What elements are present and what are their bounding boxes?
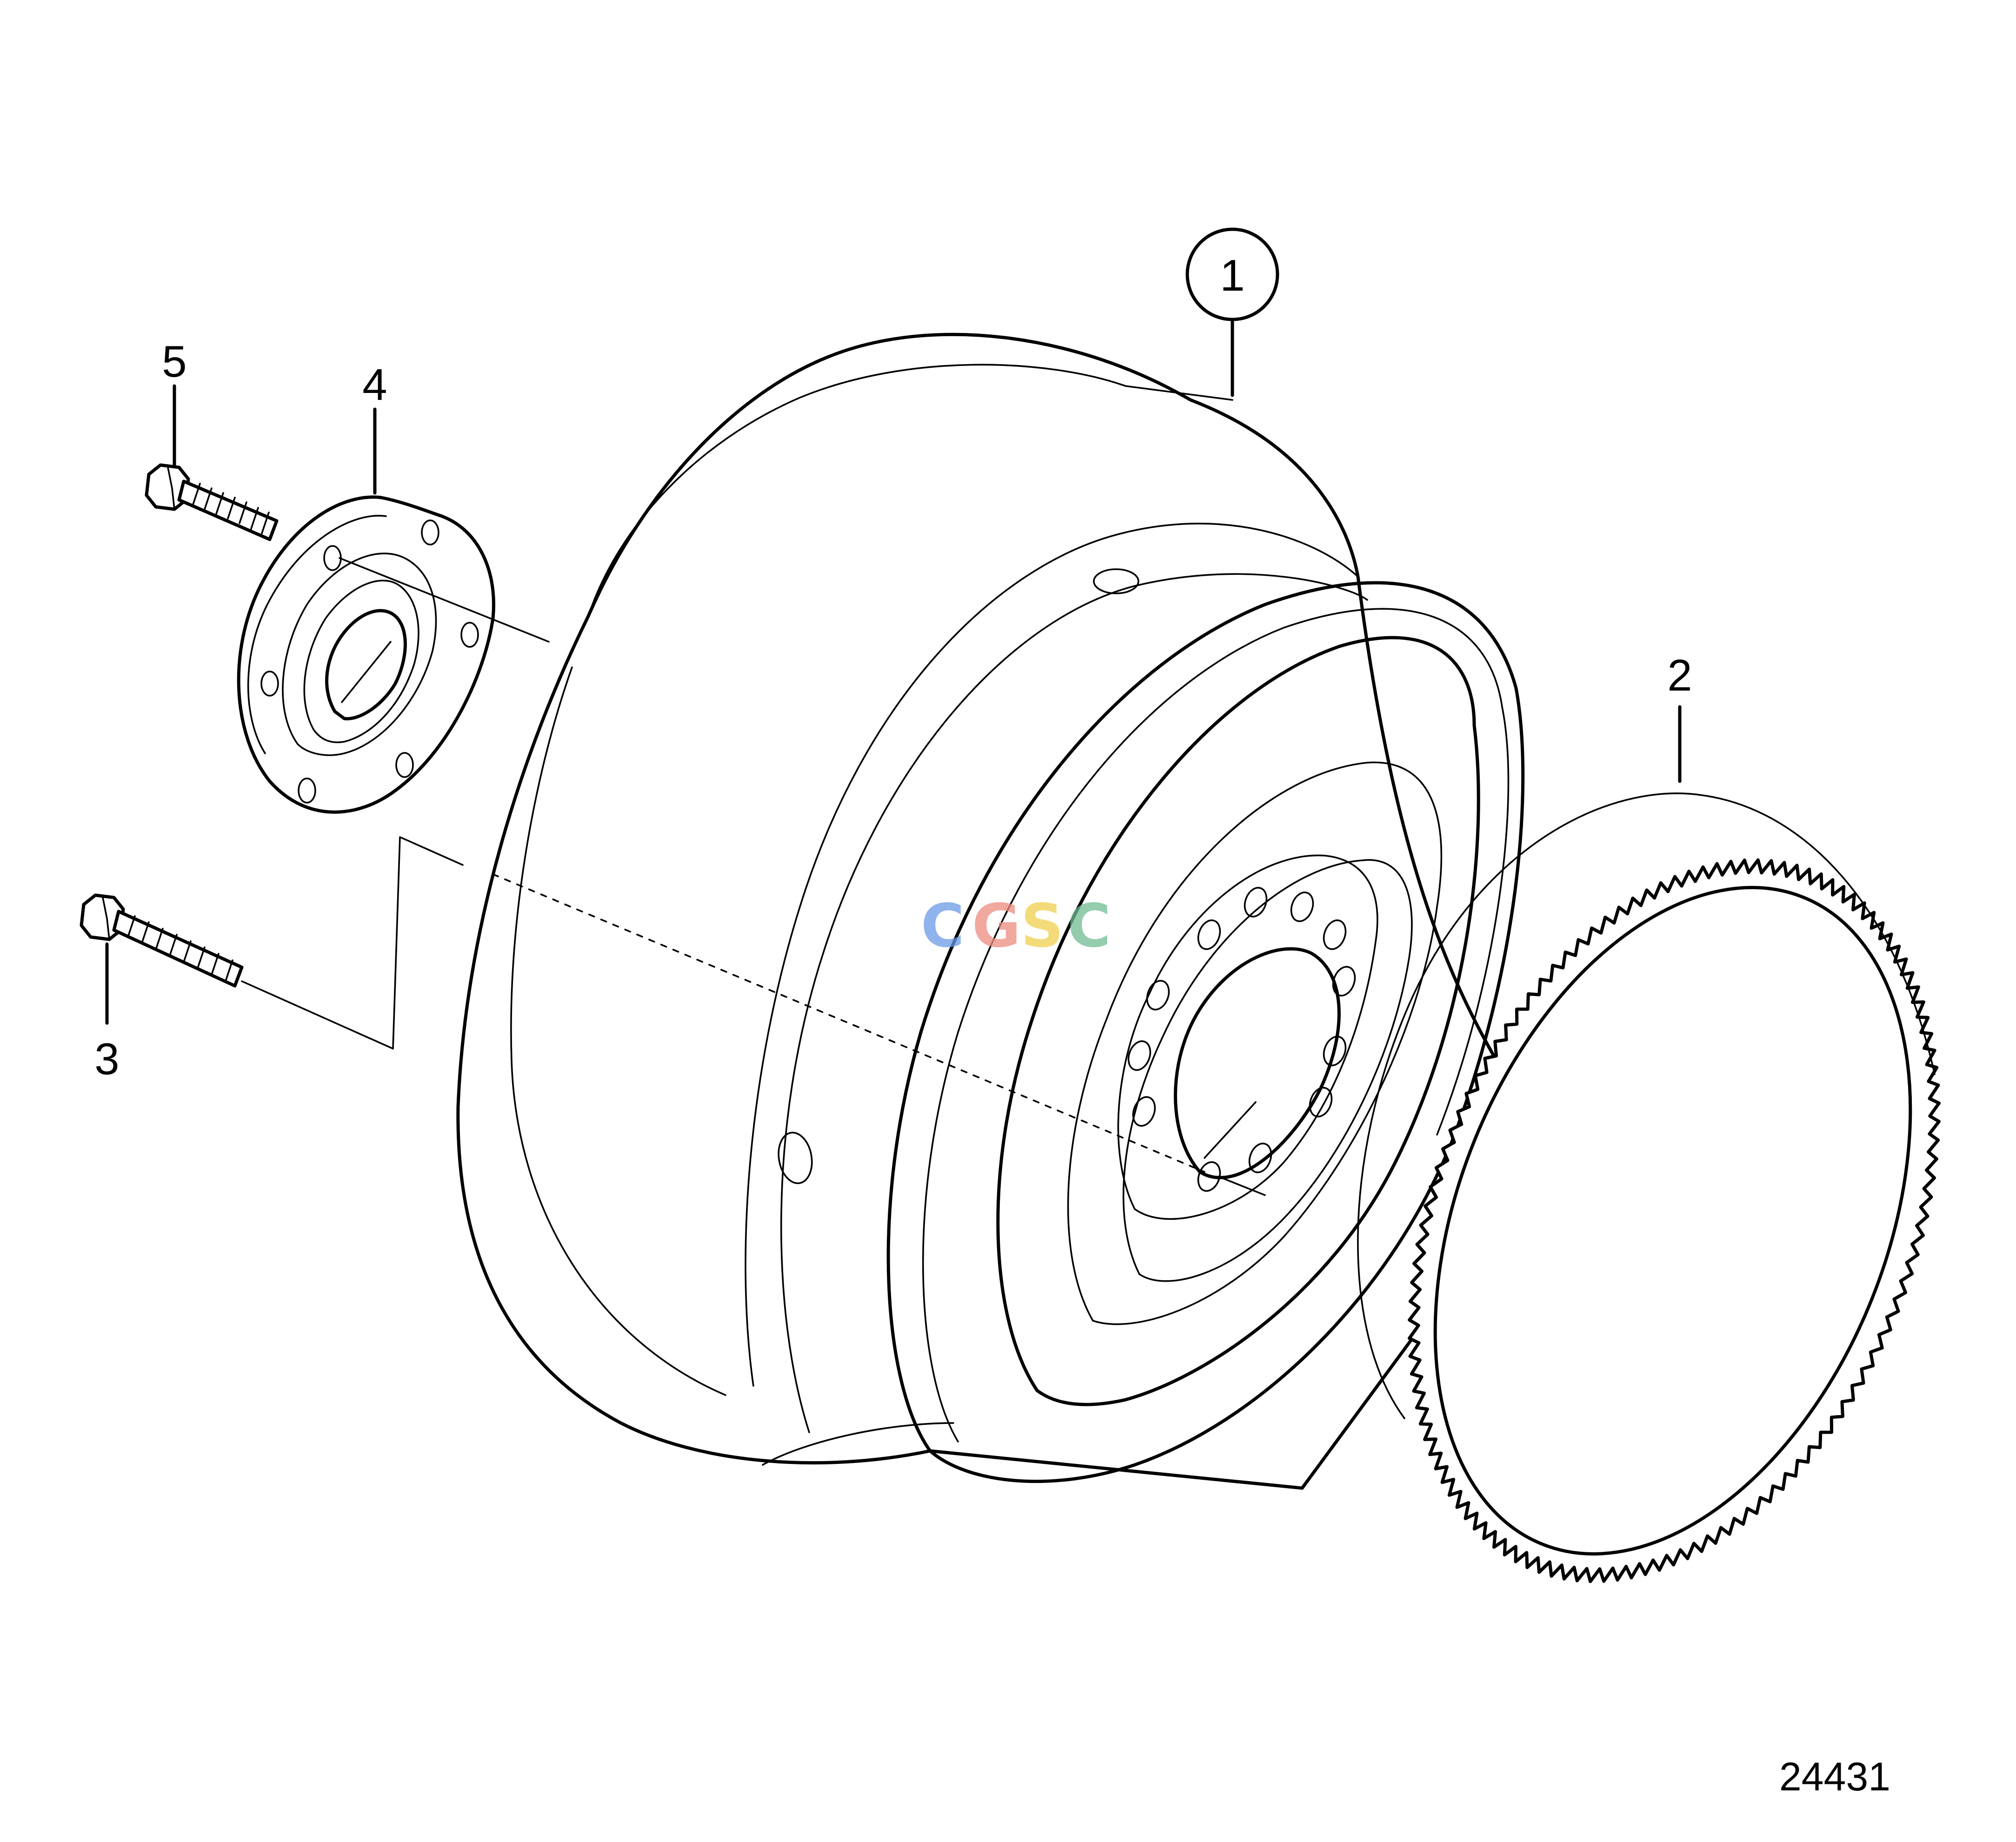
callout-5-label: 5 <box>162 337 186 386</box>
callout-5: 5 <box>162 337 187 467</box>
alignment-line <box>492 873 1205 1173</box>
watermark-letter-c1: C <box>921 891 965 961</box>
hub-bolt-holes <box>1127 887 1356 1192</box>
rim-top-hole <box>1093 568 1139 594</box>
flywheel[interactable] <box>456 332 1550 1490</box>
flange-bolt[interactable] <box>145 463 279 541</box>
watermark-letter-g: G <box>972 891 1021 961</box>
callout-4-label: 4 <box>362 360 387 410</box>
callout-3: 3 <box>94 942 120 1084</box>
flange-holes <box>260 519 479 804</box>
watermark-letter-s: S <box>1021 891 1064 961</box>
ring-gear[interactable] <box>1344 792 2002 1624</box>
callout-1-label: 1 <box>1220 251 1244 300</box>
watermark: C G S C <box>921 891 1111 961</box>
figure-number: 24431 <box>1779 1755 1890 1799</box>
flywheel-bolt[interactable] <box>80 836 464 1050</box>
callout-2: 2 <box>1667 651 1692 783</box>
callout-1: 1 <box>1185 227 1279 397</box>
callout-2-label: 2 <box>1667 651 1692 700</box>
callout-4: 4 <box>362 360 387 495</box>
watermark-letter-c2: C <box>1067 891 1111 961</box>
flange[interactable] <box>237 495 550 814</box>
callout-3-label: 3 <box>94 1034 119 1084</box>
rim-hole <box>778 1131 813 1184</box>
